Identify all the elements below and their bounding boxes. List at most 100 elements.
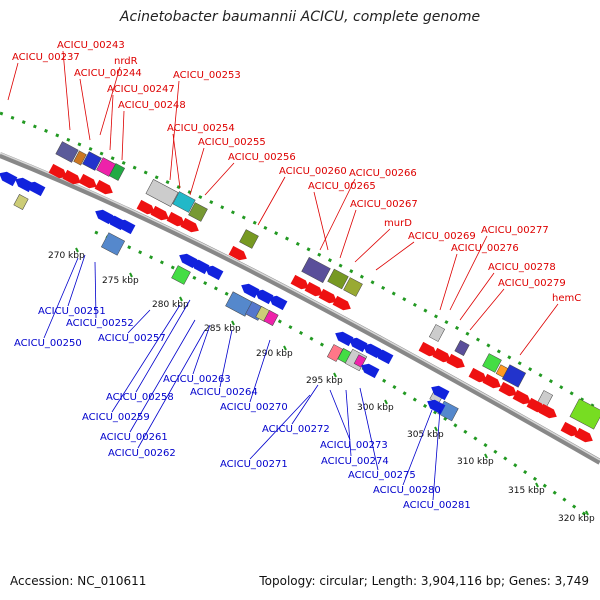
reverse-gene-arrow — [335, 331, 354, 347]
forward-gene-arrow — [418, 341, 437, 357]
gene-box — [327, 268, 349, 290]
reverse-leader-line — [111, 304, 181, 413]
forward-leader-line — [257, 176, 286, 226]
ruler-tick-mark — [283, 345, 287, 351]
reverse-gene-arrow — [431, 385, 450, 401]
backbone-line — [0, 152, 600, 465]
forward-gene-label: ACICU_00269 — [408, 231, 476, 242]
ruler-tick-mark — [484, 453, 488, 459]
gene-box — [454, 340, 470, 356]
forward-leader-line — [439, 253, 458, 311]
diagram-title: Acinetobacter baumannii ACICU, complete … — [119, 9, 481, 25]
reverse-leader-line — [127, 309, 151, 334]
forward-gene-label: ACICU_00254 — [167, 123, 235, 134]
ruler-tick-mark — [384, 399, 388, 405]
forward-leader-line — [109, 94, 114, 151]
reverse-gene-label: ACICU_00273 — [320, 440, 388, 451]
forward-leader-line — [204, 162, 235, 196]
reverse-gene-label: ACICU_00263 — [163, 374, 231, 385]
forward-leader-line — [459, 272, 495, 321]
ruler-tick-mark — [179, 296, 183, 302]
ruler-tick-label: 300 kbp — [357, 403, 394, 413]
reverse-gene-label: ACICU_00252 — [66, 318, 134, 329]
reverse-leader-line — [219, 329, 233, 388]
reverse-leader-line — [135, 299, 191, 393]
gene-box — [239, 229, 259, 249]
ruler-tick-label: 320 kbp — [558, 514, 595, 524]
forward-gene-label: ACICU_00255 — [198, 137, 266, 148]
forward-leader-line — [469, 288, 505, 331]
forward-gene-arrow — [228, 245, 247, 261]
gene-box — [145, 179, 179, 207]
forward-gene-label: murD — [384, 218, 412, 229]
forward-gene-label: ACICU_00244 — [74, 68, 142, 79]
forward-leader-line — [189, 147, 205, 196]
forward-gene-label: ACICU_00277 — [481, 225, 549, 236]
forward-gene-arrow — [512, 389, 531, 405]
forward-gene-label: ACICU_00243 — [57, 40, 125, 51]
forward-gene-label: ACICU_00253 — [173, 70, 241, 81]
forward-leader-line — [313, 191, 329, 251]
gene-box — [482, 353, 502, 373]
gene-box — [55, 141, 79, 163]
gene-box — [100, 232, 126, 256]
forward-dotted-track — [0, 111, 600, 412]
forward-leader-line — [99, 66, 121, 136]
forward-gene-label: ACICU_00267 — [350, 199, 418, 210]
forward-gene-arrow — [136, 199, 155, 215]
reverse-gene-arrow — [27, 181, 46, 197]
forward-gene-arrow — [446, 353, 465, 369]
gene-box — [569, 398, 600, 430]
forward-leader-line — [339, 209, 357, 259]
forward-gene-arrow — [78, 173, 97, 189]
gene-box — [108, 163, 126, 181]
reverse-leader-line — [43, 257, 79, 339]
ruler-tick-label: 275 kbp — [102, 276, 139, 286]
ruler-tick-mark — [129, 272, 133, 278]
gene-box — [13, 194, 29, 210]
reverse-gene-label: ACICU_00251 — [38, 306, 106, 317]
reverse-leader-line — [359, 387, 379, 471]
reverse-gene-label: ACICU_00275 — [348, 470, 416, 481]
forward-gene-arrow — [498, 381, 517, 397]
forward-gene-label: ACICU_00278 — [488, 262, 556, 273]
reverse-gene-arrow — [191, 259, 210, 275]
forward-leader-line — [354, 228, 391, 263]
gene-box — [501, 364, 527, 388]
ruler-tick-label: 305 kbp — [407, 430, 444, 440]
reverse-leader-line — [402, 409, 433, 486]
forward-gene-label: ACICU_00276 — [451, 243, 519, 254]
forward-leader-line — [62, 50, 71, 131]
gene-box — [188, 202, 208, 222]
reverse-leader-line — [192, 324, 211, 375]
reverse-leader-line — [329, 389, 351, 441]
ruler-tick-label: 285 kbp — [204, 324, 241, 334]
forward-gene-label: ACICU_00248 — [118, 100, 186, 111]
forward-gene-arrow — [574, 427, 593, 443]
reverse-gene-label: ACICU_00271 — [220, 459, 288, 470]
gene-box — [82, 151, 102, 171]
forward-leader-line — [519, 303, 559, 356]
forward-leader-line — [169, 80, 180, 181]
reverse-gene-arrow — [241, 283, 260, 299]
reverse-gene-label: ACICU_00281 — [403, 500, 471, 511]
ruler-tick-mark — [535, 482, 539, 488]
forward-gene-arrow — [290, 274, 309, 290]
forward-gene-arrow — [180, 217, 199, 233]
reverse-gene-label: ACICU_00274 — [321, 456, 389, 467]
reverse-leader-line — [432, 409, 441, 501]
reverse-gene-arrow — [269, 295, 288, 311]
gene-box — [428, 324, 446, 342]
forward-gene-arrow — [538, 403, 557, 419]
ruler-tick-label: 290 kbp — [256, 349, 293, 359]
reverse-leader-line — [249, 394, 311, 460]
forward-gene-label: ACICU_00237 — [12, 52, 80, 63]
ruler-tick-label: 315 kbp — [508, 486, 545, 496]
forward-gene-label: ACICU_00247 — [107, 84, 175, 95]
forward-gene-arrow — [94, 179, 113, 195]
forward-leader-line — [79, 78, 91, 141]
forward-gene-arrow — [332, 295, 351, 311]
forward-gene-arrow — [432, 347, 451, 363]
forward-gene-arrow — [560, 421, 579, 437]
reverse-leader-line — [345, 389, 352, 457]
